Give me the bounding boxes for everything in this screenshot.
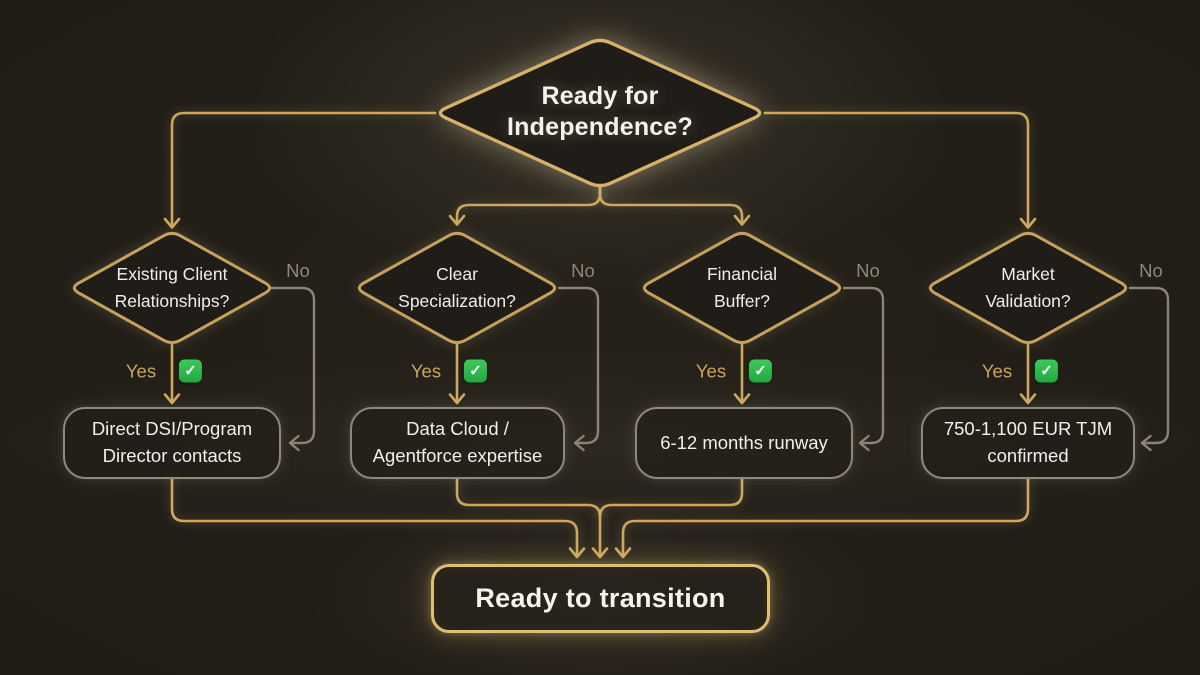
outcome-box-4: 750-1,100 EUR TJM confirmed	[921, 407, 1135, 479]
connector-root-to-branch4	[763, 111, 1030, 228]
connector-root-to-branch3	[598, 185, 744, 224]
branch-question-1: Existing Client Relationships?	[114, 263, 230, 311]
yes-indicator-2: Yes ✓	[410, 359, 488, 383]
check-glyph: ✓	[469, 362, 482, 380]
branch-diamond-1	[72, 231, 272, 345]
outcome-text: 750-1,100 EUR TJM confirmed	[943, 418, 1113, 466]
no-label-4: No	[1139, 260, 1163, 281]
check-glyph: ✓	[184, 362, 197, 380]
final-label: Ready to transition	[475, 583, 726, 613]
connector-box2-to-final	[455, 476, 602, 556]
arrowhead-box1	[163, 393, 181, 405]
check-icon: ✓	[464, 359, 488, 383]
no-label-1: No	[286, 260, 310, 281]
final-box: Ready to transition	[431, 564, 770, 633]
outcome-box-2: Data Cloud / Agentforce expertise	[350, 407, 565, 479]
arrowhead-box3	[733, 393, 751, 405]
yes-indicator-3: Yes ✓	[695, 359, 773, 383]
root-question: Ready for Independence?	[507, 81, 693, 141]
yes-label: Yes	[981, 360, 1013, 381]
check-glyph: ✓	[754, 362, 767, 380]
no-label-3: No	[856, 260, 880, 281]
branch-diamond-3	[642, 231, 842, 345]
yes-label: Yes	[695, 360, 727, 381]
arrowhead-final-left	[568, 547, 586, 559]
yes-label: Yes	[125, 360, 157, 381]
no-connector-3	[842, 286, 885, 445]
arrowhead-no-1	[288, 434, 300, 452]
no-connector-1	[270, 286, 316, 445]
no-label-2: No	[571, 260, 595, 281]
check-icon: ✓	[179, 359, 203, 383]
branch-diamond-2	[357, 231, 557, 345]
arrowhead-branch1	[163, 217, 181, 229]
arrowhead-final-center	[591, 547, 609, 559]
arrowhead-no-4	[1140, 434, 1152, 452]
arrowhead-branch2	[448, 214, 466, 226]
outcome-box-3: 6-12 months runway	[635, 407, 853, 479]
yes-indicator-1: Yes ✓	[125, 359, 203, 383]
arrowhead-final-right	[614, 547, 632, 559]
no-connector-4	[1128, 286, 1170, 445]
arrowhead-branch4	[1019, 217, 1037, 229]
outcome-text: Direct DSI/Program Director contacts	[91, 418, 253, 466]
arrowhead-no-2	[573, 434, 585, 452]
branch-question-4: Market Validation?	[985, 263, 1071, 311]
check-icon: ✓	[1035, 359, 1059, 383]
no-connector-2	[557, 286, 600, 445]
connector-root-to-branch2	[455, 185, 602, 224]
connector-box1-to-final	[170, 476, 579, 556]
arrowhead-box4	[1019, 393, 1037, 405]
yes-indicator-4: Yes ✓	[981, 359, 1059, 383]
check-glyph: ✓	[1040, 362, 1053, 380]
branch-diamond-4	[928, 231, 1128, 345]
arrowhead-box2	[448, 393, 466, 405]
yes-label: Yes	[410, 360, 442, 381]
connector-box4-to-final	[621, 476, 1030, 556]
arrowhead-no-3	[858, 434, 870, 452]
outcome-text: Data Cloud / Agentforce expertise	[372, 418, 543, 466]
branch-question-2: Clear Specialization?	[398, 263, 516, 311]
connector-box3-to-final	[598, 476, 744, 519]
outcome-text: 6-12 months runway	[660, 431, 828, 453]
outcome-box-1: Direct DSI/Program Director contacts	[63, 407, 281, 479]
arrowhead-branch3	[733, 214, 751, 226]
branch-question-3: Financial Buffer?	[706, 263, 778, 311]
root-diamond	[438, 38, 762, 188]
check-icon: ✓	[749, 359, 773, 383]
connector-root-to-branch1	[170, 111, 437, 228]
